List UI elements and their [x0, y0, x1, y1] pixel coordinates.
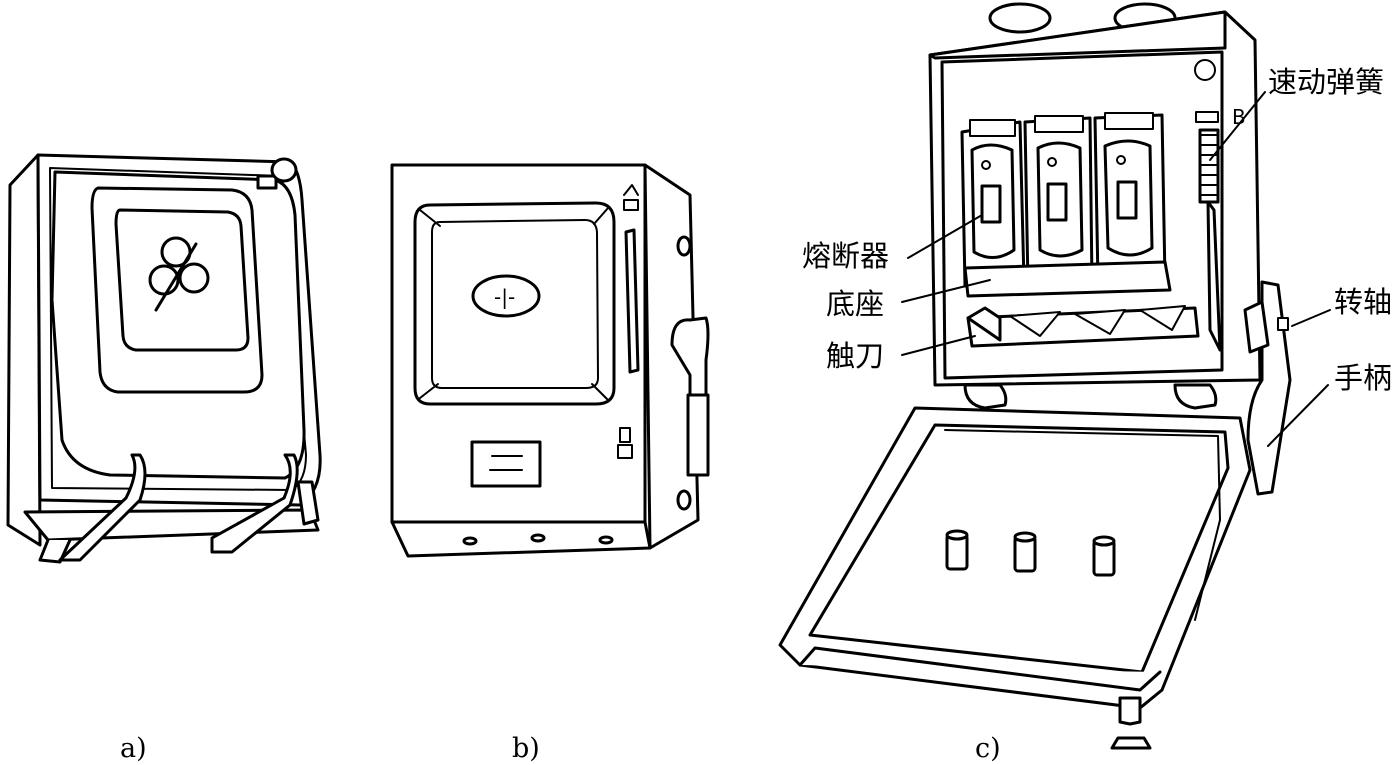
label-shaft: 转轴: [1334, 285, 1392, 319]
svg-text:B: B: [1232, 105, 1246, 129]
label-base: 底座: [826, 287, 884, 321]
label-fuse: 熔断器: [802, 239, 889, 273]
svg-text:-|-: -|-: [494, 285, 515, 309]
label-speed-spring: 速动弹簧: [1268, 65, 1384, 99]
caption-a: a): [120, 733, 147, 764]
label-handle: 手柄: [1334, 361, 1392, 395]
label-blade: 触刀: [826, 339, 884, 373]
caption-b: b): [512, 733, 540, 764]
panel-a-closed-switch: [6, 153, 322, 564]
caption-c: c): [975, 733, 1001, 764]
panel-b-closed-switch: -|-: [390, 163, 710, 558]
panel-c-open-switch: B: [778, 2, 1331, 750]
